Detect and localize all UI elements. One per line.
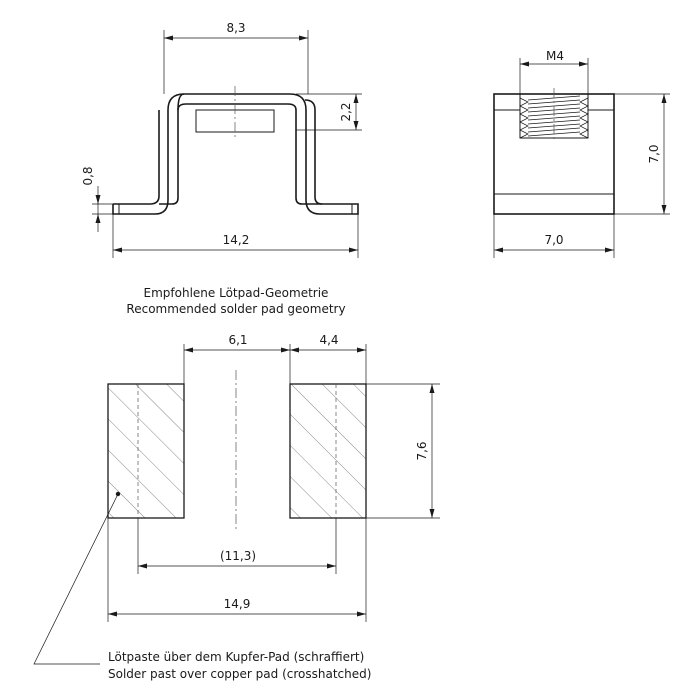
dim-label-thread: M4 [546,49,564,63]
part-outline-outer [112,93,359,215]
dim-label-front-width: 7,0 [544,233,563,247]
dim-label-total: 14,9 [224,597,251,611]
note-line-en: Solder past over copper pad (crosshatche… [108,667,371,681]
dim-label-height-right: 2,2 [339,102,353,121]
part-inner-path [177,103,322,205]
dim-label-width-top: 8,3 [226,21,245,35]
solder-pad-right [289,383,367,519]
pad-title-de: Empfohlene Lötpad-Geometrie [144,286,329,300]
solder-pad-left [107,383,185,519]
dim-label-foot: 0,8 [81,166,95,185]
dim-label-pad-width: 4,4 [319,333,338,347]
dim-label-pad-height: 7,6 [415,441,429,460]
solder-pad-view: 6,1 4,4 7,6 (11,3) 14,9 [33,333,440,665]
leader-line [33,493,119,665]
dim-label-total-width: 14,2 [223,233,250,247]
pad-title-en: Recommended solder pad geometry [126,302,345,316]
dim-label-center: (11,3) [220,549,256,563]
side-profile-view: 8,3 2,2 0,8 14,2 [81,21,362,258]
dim-label-front-height: 7,0 [647,144,661,163]
note-line-de: Lötpaste über dem Kupfer-Pad (schraffier… [108,650,364,664]
dim-label-gap: 6,1 [228,333,247,347]
part-outline-inner [113,93,185,205]
front-view: M4 7,0 7,0 [493,49,670,258]
